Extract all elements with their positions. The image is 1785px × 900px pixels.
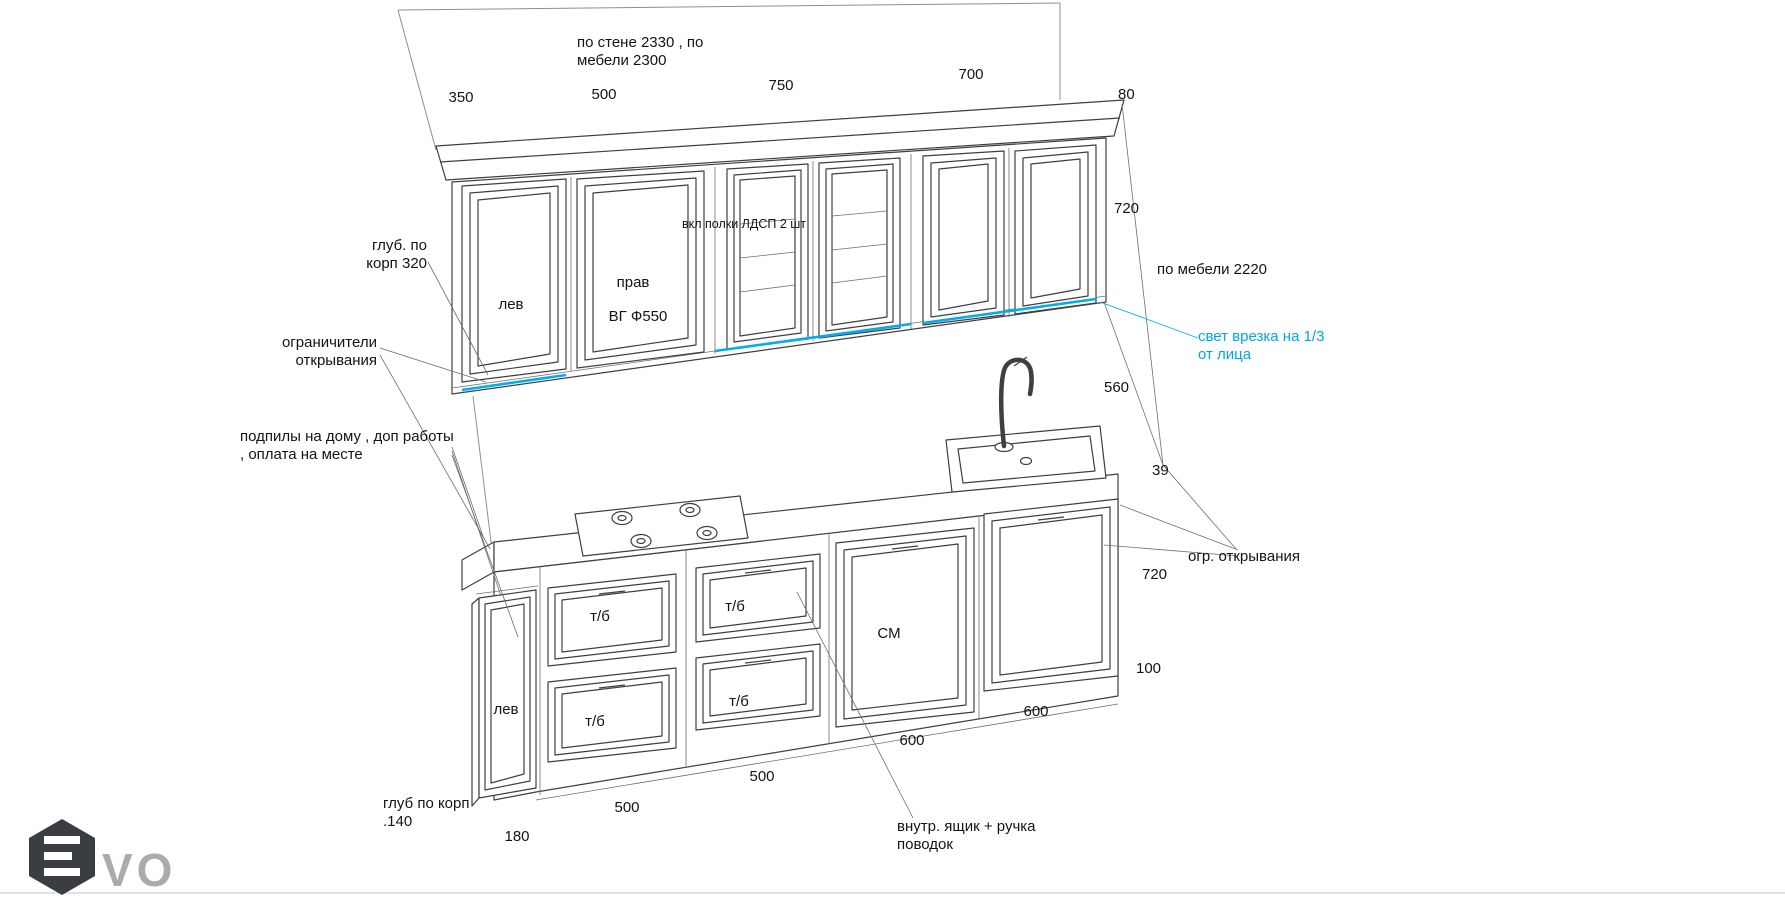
drawer-handle	[598, 590, 626, 595]
dim-80-label: 80	[1118, 86, 1135, 103]
depth-140-note: глуб по корп	[383, 795, 470, 812]
burner	[630, 533, 652, 549]
sink	[945, 356, 1107, 493]
drawer-bank-1	[547, 573, 677, 763]
dim-560-label: 560	[1104, 379, 1129, 396]
logo-e-bar	[44, 852, 72, 860]
vg-note: ВГ Ф550	[609, 308, 668, 325]
upper-left-door-label: лев	[498, 296, 523, 313]
leader-lines	[379, 103, 1239, 819]
logo-vo-text: VO	[102, 844, 176, 896]
drawer-tb-label: т/б	[729, 693, 749, 710]
dim-500-mid-label: 500	[749, 768, 774, 785]
dim-100-label: 100	[1136, 660, 1161, 677]
drawer-handle	[744, 659, 772, 664]
sawing-note: , оплата на месте	[240, 446, 363, 463]
dim-700-label: 700	[958, 66, 983, 83]
upper-glass-door-2	[818, 157, 901, 339]
sawing-note: подпилы на дому , доп работы	[240, 428, 454, 445]
light-note: от лица	[1198, 346, 1252, 363]
base-left-tall-cabinet	[471, 585, 539, 807]
light-strips	[461, 297, 1097, 392]
depth-320-note: глуб. по	[372, 237, 427, 254]
burner	[679, 502, 701, 518]
sm-cabinet	[835, 527, 975, 728]
door-handle	[891, 545, 919, 550]
gas-hob	[574, 495, 749, 557]
inner-drawer-note: поводок	[897, 836, 953, 853]
faucet-lever	[1013, 356, 1028, 367]
door-handle	[1037, 516, 1065, 521]
cornice	[435, 99, 1125, 181]
dim-350-label: 350	[448, 89, 473, 106]
upper-door-left	[461, 178, 567, 383]
labels: по стене 2330 , по мебели 2300 350 500 7…	[240, 34, 1324, 853]
evo-logo: VO	[29, 819, 176, 896]
light-note: свет врезка на 1/3	[1198, 328, 1324, 345]
dim-750-label: 750	[768, 77, 793, 94]
dim-500-left-label: 500	[614, 799, 639, 816]
dim-500-label: 500	[591, 86, 616, 103]
burner	[611, 510, 633, 526]
wall-dimension-note: мебели 2300	[577, 52, 666, 69]
upper-second-door-label: прав	[617, 274, 650, 291]
burner	[696, 525, 718, 541]
limiters-note: открывания	[296, 352, 378, 369]
drawer-bank-2	[695, 553, 821, 731]
depth-140-note: .140	[383, 813, 412, 830]
upper-door-prav	[576, 170, 705, 369]
sm-cabinet-label: СМ	[877, 625, 900, 642]
shelves-note: вкл полки ЛДСП 2 шт	[682, 217, 806, 231]
limiters-note: ограничители	[282, 334, 377, 351]
inner-drawer-note: внутр. ящик + ручка	[897, 818, 1036, 835]
upper-door-3	[922, 150, 1005, 326]
furniture-2220-label: по мебели 2220	[1157, 261, 1267, 278]
dim-39-label: 39	[1152, 462, 1169, 479]
drawer-tb-label: т/б	[725, 598, 745, 615]
wall-dimension-note: по стене 2330 , по	[577, 34, 703, 51]
drawer-handle	[744, 569, 772, 574]
drawer-tb-label: т/б	[585, 713, 605, 730]
logo-e-bar	[44, 836, 80, 844]
upper-door-4	[1014, 144, 1097, 315]
dim-600-right-label: 600	[1023, 703, 1048, 720]
dim-600-mid-label: 600	[899, 732, 924, 749]
drawer-handle	[598, 684, 626, 689]
dim-180-label: 180	[504, 828, 529, 845]
base-right-cabinet	[983, 498, 1119, 692]
depth-320-note: корп 320	[366, 255, 427, 272]
base-left-door-label: лев	[493, 701, 518, 718]
drain	[1019, 456, 1033, 466]
logo-e-bar	[44, 868, 80, 876]
dim-720-lower-label: 720	[1142, 566, 1167, 583]
opening-limiters-note: огр. открывания	[1188, 548, 1300, 565]
drawer-tb-label: т/б	[590, 608, 610, 625]
faucet	[998, 357, 1034, 449]
dim-720-upper-label: 720	[1114, 200, 1139, 217]
upper-glass-door-1	[726, 163, 809, 350]
wall-outline	[397, 2, 1061, 567]
